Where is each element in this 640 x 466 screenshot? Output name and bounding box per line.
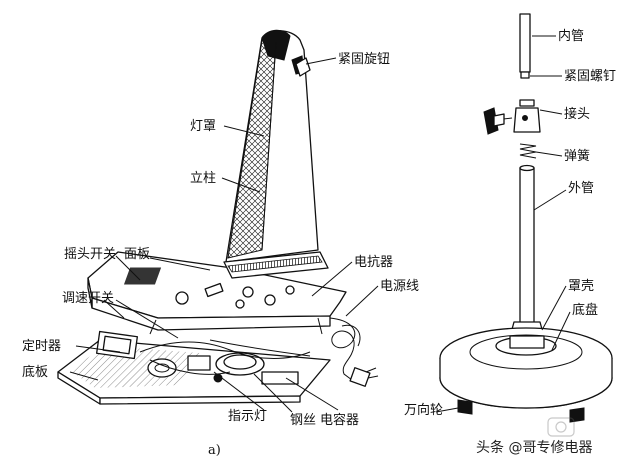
label-power-cord: 电源线 <box>380 279 419 294</box>
caster-icon <box>457 399 585 423</box>
labels: 紧固旋钮 灯罩 立柱 摇头开关 面板 电抗器 电源线 调速开关 定时器 底板 指… <box>22 28 616 428</box>
internal-components <box>96 330 311 385</box>
label-cover-shell: 罩壳 <box>568 279 594 294</box>
camera-logo-icon <box>547 417 575 437</box>
left-assembly <box>57 29 379 405</box>
label-base-plate: 底板 <box>22 364 48 380</box>
knob-icon <box>295 57 311 77</box>
label-spring: 弹簧 <box>564 148 590 164</box>
label-chassis: 底盘 <box>572 302 598 318</box>
label-joint: 接头 <box>564 106 590 122</box>
label-outer-tube: 外管 <box>568 181 594 196</box>
chassis <box>439 327 613 409</box>
right-assembly <box>439 13 613 423</box>
label-knob: 紧固旋钮 <box>338 52 390 67</box>
wire-lead <box>209 339 311 357</box>
joint <box>513 99 541 133</box>
label-panel: 面板 <box>124 247 150 262</box>
figure-caption: a) <box>208 443 221 458</box>
leader-lines <box>69 35 571 413</box>
outer-tube <box>519 167 535 325</box>
label-wire: 钢丝 <box>290 413 316 428</box>
label-inner-tube: 内管 <box>558 28 584 44</box>
label-capacitor: 电容器 <box>320 412 359 428</box>
power-cord <box>329 317 379 387</box>
spring-icon <box>519 143 537 159</box>
inner-tube <box>519 13 531 73</box>
label-speed-switch: 调速开关 <box>62 291 114 306</box>
column-and-lamp-cover <box>223 29 329 279</box>
label-timer: 定时器 <box>22 339 61 354</box>
label-reactor: 电抗器 <box>354 255 393 270</box>
label-caster: 万向轮 <box>404 402 443 418</box>
set-screw-icon <box>483 107 513 135</box>
label-lamp-cover: 灯罩 <box>190 119 216 134</box>
label-indicator: 指示灯 <box>228 409 267 424</box>
label-set-screw: 紧固螺钉 <box>564 69 616 84</box>
label-column: 立柱 <box>190 171 216 186</box>
watermark-text: 头条 @哥专修电器 <box>476 439 592 456</box>
label-swing-switch: 摇头开关 <box>64 247 116 262</box>
watermark: 头条 @哥专修电器 <box>476 417 592 456</box>
